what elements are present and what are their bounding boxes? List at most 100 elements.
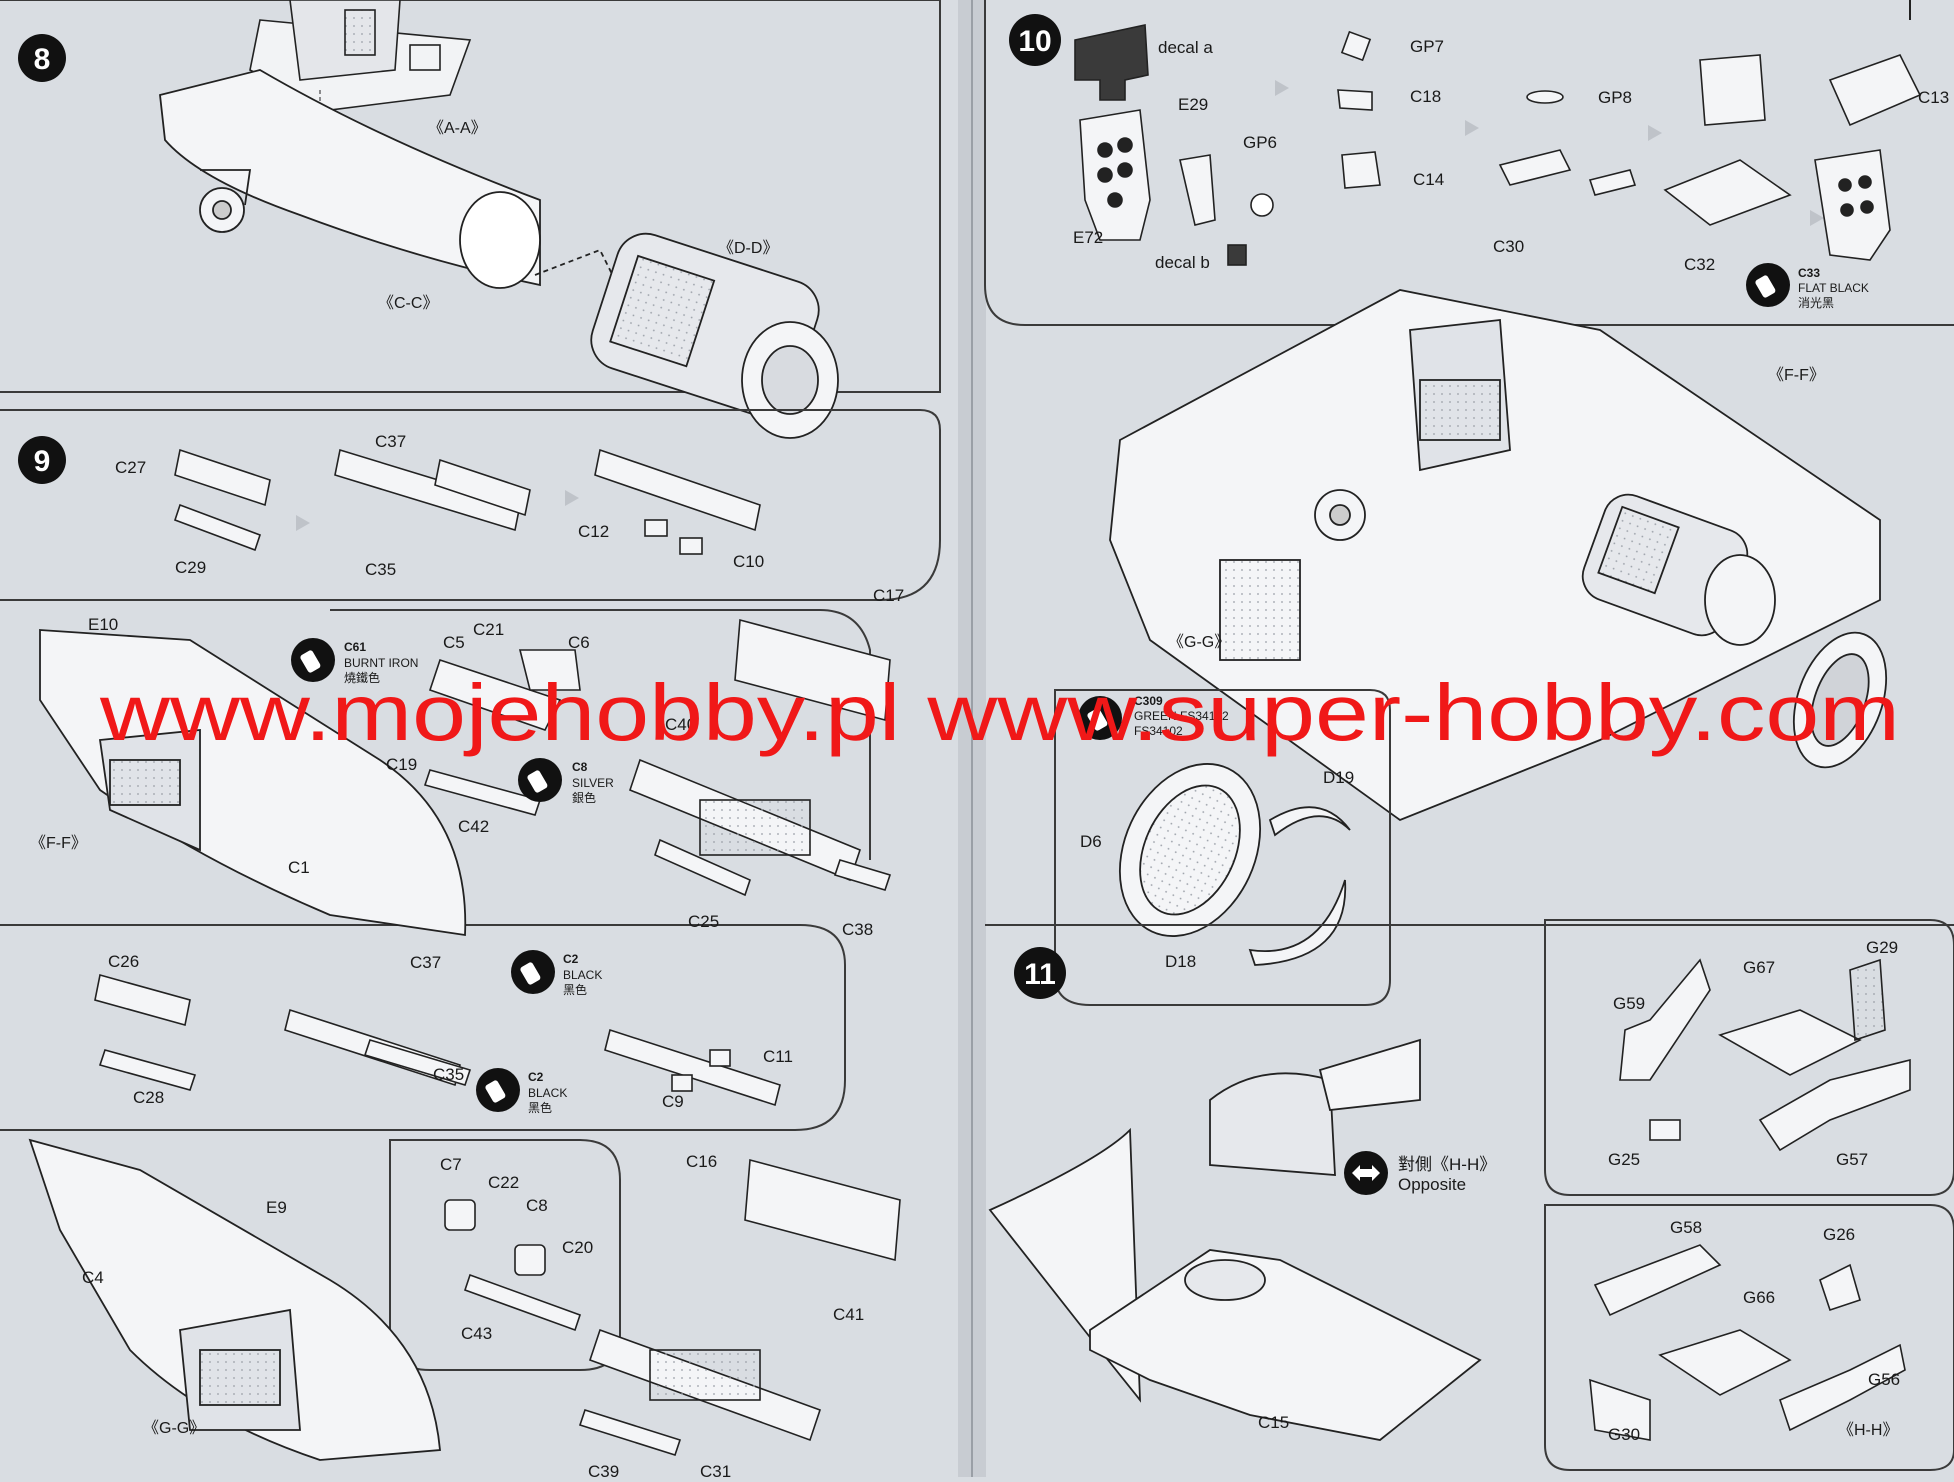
label-c5: C5 xyxy=(443,633,465,652)
fuselage-assembly-drawing xyxy=(1109,289,1888,822)
label-c12: C12 xyxy=(578,522,609,541)
paint-black-icon-2 xyxy=(476,1068,520,1112)
control-stick-parts xyxy=(1337,30,1637,196)
label-c18: C18 xyxy=(1410,87,1441,106)
label-c1: C1 xyxy=(288,858,310,877)
label-g67: G67 xyxy=(1743,958,1775,977)
g-parts-group-2 xyxy=(1589,1244,1906,1441)
engine-drawing xyxy=(534,232,839,439)
label-c28: C28 xyxy=(133,1088,164,1107)
label-c6: C6 xyxy=(568,633,590,652)
label-c16: C16 xyxy=(686,1152,717,1171)
paint-silver-icon xyxy=(518,758,562,802)
label-c27: C27 xyxy=(115,458,146,477)
label-d6: D6 xyxy=(1080,832,1102,851)
paint-code-c33: C33 xyxy=(1798,266,1820,280)
label-c4: C4 xyxy=(82,1268,104,1287)
label-c35: C35 xyxy=(365,560,396,579)
label-g59: G59 xyxy=(1613,994,1645,1013)
label-decal-a: decal a xyxy=(1158,38,1213,57)
label-g30: G30 xyxy=(1608,1425,1640,1444)
label-c37: C37 xyxy=(375,432,406,451)
subassembly-frame-2 xyxy=(0,924,846,1131)
label-c30: C30 xyxy=(1493,237,1524,256)
paint-code-c2-a: C2 xyxy=(563,952,579,966)
label-c15: C15 xyxy=(1258,1413,1289,1432)
label-e72: E72 xyxy=(1073,228,1103,247)
small-parts-group-1 xyxy=(423,649,581,816)
step-8-badge: 8 xyxy=(18,34,66,82)
small-parts-group-2 xyxy=(444,1199,582,1332)
seat-assembly-lower xyxy=(578,1158,901,1456)
paint-code-c61: C61 xyxy=(344,640,366,654)
paint-cn-green: FS34102 xyxy=(1134,724,1183,738)
label-d-d: 《D-D》 xyxy=(718,240,778,257)
label-c39: C39 xyxy=(588,1462,619,1477)
cockpit-tub-drawing xyxy=(249,0,472,111)
label-d19: D19 xyxy=(1323,768,1354,787)
label-c19: C19 xyxy=(386,755,417,774)
label-g57: G57 xyxy=(1836,1150,1868,1169)
label-gp8: GP8 xyxy=(1598,88,1632,107)
label-e10: E10 xyxy=(88,615,118,634)
label-c38: C38 xyxy=(842,920,873,939)
label-g58: G58 xyxy=(1670,1218,1702,1237)
step-10-badge: 10 xyxy=(1009,14,1061,66)
label-c21: C21 xyxy=(473,620,504,639)
paint-code-c2-b: C2 xyxy=(528,1070,544,1084)
paint-code-c309: C309 xyxy=(1134,694,1163,708)
label-c10: C10 xyxy=(733,552,764,571)
label-e9: E9 xyxy=(266,1198,287,1217)
label-d18: D18 xyxy=(1165,952,1196,971)
opposite-label-cn: 對側《H-H》 xyxy=(1398,1155,1496,1174)
label-c35-b: C35 xyxy=(433,1065,464,1084)
label-f-f-left: 《F-F》 xyxy=(30,835,87,852)
label-g-g-right: 《G-G》 xyxy=(1168,634,1230,651)
label-c37-b: C37 xyxy=(410,953,441,972)
label-c22: C22 xyxy=(488,1173,519,1192)
rail-parts-row-2 xyxy=(94,973,781,1107)
label-c8: C8 xyxy=(526,1196,548,1215)
subassembly-frame-1 xyxy=(330,609,871,860)
cockpit-side-panel-left xyxy=(39,629,467,937)
paint-name-flat-black: FLAT BLACK xyxy=(1798,281,1869,295)
step-10-number: 10 xyxy=(1018,25,1051,58)
label-g25: G25 xyxy=(1608,1150,1640,1169)
label-e29: E29 xyxy=(1178,95,1208,114)
label-c43: C43 xyxy=(461,1324,492,1343)
rail-parts-row-1 xyxy=(173,448,761,555)
step-9-badge: 9 xyxy=(18,436,66,484)
paint-name-burnt-iron: BURNT IRON xyxy=(344,656,418,670)
g-parts-frame-1 xyxy=(1544,919,1954,1196)
paint-cn-silver: 銀色 xyxy=(572,791,596,805)
label-c11: C11 xyxy=(763,1047,793,1066)
seat-assembly-right xyxy=(629,618,892,897)
paint-cn-flat-black: 消光黑 xyxy=(1798,296,1834,310)
label-h-h: 《H-H》 xyxy=(1838,1422,1898,1439)
step10-frame xyxy=(984,0,1954,326)
label-c14: C14 xyxy=(1413,170,1444,189)
label-c29: C29 xyxy=(175,558,206,577)
opposite-swap-icon xyxy=(1344,1151,1388,1195)
label-c40: C40 xyxy=(665,715,696,734)
label-c25: C25 xyxy=(688,912,719,931)
label-c32: C32 xyxy=(1684,255,1715,274)
g-parts-group-1 xyxy=(1619,958,1911,1152)
nozzle-parts-drawing xyxy=(1118,763,1351,966)
paint-cn-black-a: 黑色 xyxy=(563,983,587,997)
step-9-number: 9 xyxy=(34,445,51,478)
paint-burnt-iron-icon xyxy=(291,638,335,682)
step-8-number: 8 xyxy=(34,43,51,76)
watermark-text: www.mojehobby.pl www.super-hobby.com xyxy=(99,668,1900,757)
opposite-label-en: Opposite xyxy=(1398,1175,1466,1194)
label-decal-b: decal b xyxy=(1155,253,1210,272)
label-c41: C41 xyxy=(833,1305,864,1324)
instrument-panel-drawing xyxy=(1074,24,1274,266)
step-11-badge: 11 xyxy=(1014,947,1066,999)
paint-cn-black-b: 黑色 xyxy=(528,1101,552,1115)
label-c7: C7 xyxy=(440,1155,462,1174)
cockpit-floor-c15-drawing xyxy=(988,1038,1482,1441)
paint-black-icon-1 xyxy=(511,950,555,994)
label-c42: C42 xyxy=(458,817,489,836)
label-c17: C17 xyxy=(873,586,904,605)
